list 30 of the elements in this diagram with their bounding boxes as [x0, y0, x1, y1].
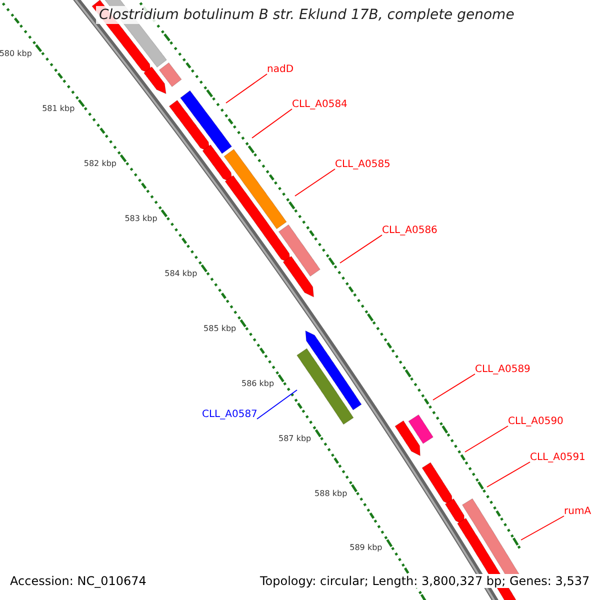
position-label: 589 kbp — [350, 543, 382, 552]
position-label: 581 kbp — [42, 104, 75, 114]
gene-label: CLL_A0586 — [382, 225, 438, 237]
position-label: 588 kbp — [314, 488, 348, 498]
gene-label: nadD — [267, 64, 294, 76]
leader-line — [294, 168, 336, 196]
position-label: 580 kbp — [0, 49, 32, 58]
position-label: 586 kbp — [241, 378, 274, 388]
gene-label: CLL_A0587 — [202, 409, 258, 421]
position-label: 584 kbp — [164, 268, 198, 278]
leader-line — [520, 516, 564, 540]
position-label: 583 kbp — [124, 214, 158, 224]
gene-label: CLL_A0589 — [475, 364, 530, 376]
gene-label: CLL_A0584 — [292, 99, 348, 111]
position-label: 587 kbp — [278, 434, 312, 443]
leader-line — [252, 108, 292, 138]
gene-label: CLL_A0585 — [335, 159, 390, 171]
leader-line — [340, 234, 382, 264]
accession-label: Accession: NC_010674 — [8, 574, 148, 588]
leader-line — [486, 462, 530, 488]
genome-info-label: Topology: circular; Length: 3,800,327 bp; Genes: 3,537 — [258, 574, 592, 588]
leader-line — [226, 74, 268, 104]
leader-line — [432, 374, 476, 400]
leader-line — [464, 426, 508, 452]
gene-label: rumA — [564, 506, 592, 518]
position-label: 582 kbp — [84, 159, 116, 168]
gene-label: CLL_A0590 — [508, 416, 564, 428]
leader-line — [256, 390, 298, 420]
position-label: 585 kbp — [204, 324, 236, 333]
gene-label: CLL_A0591 — [530, 452, 586, 464]
